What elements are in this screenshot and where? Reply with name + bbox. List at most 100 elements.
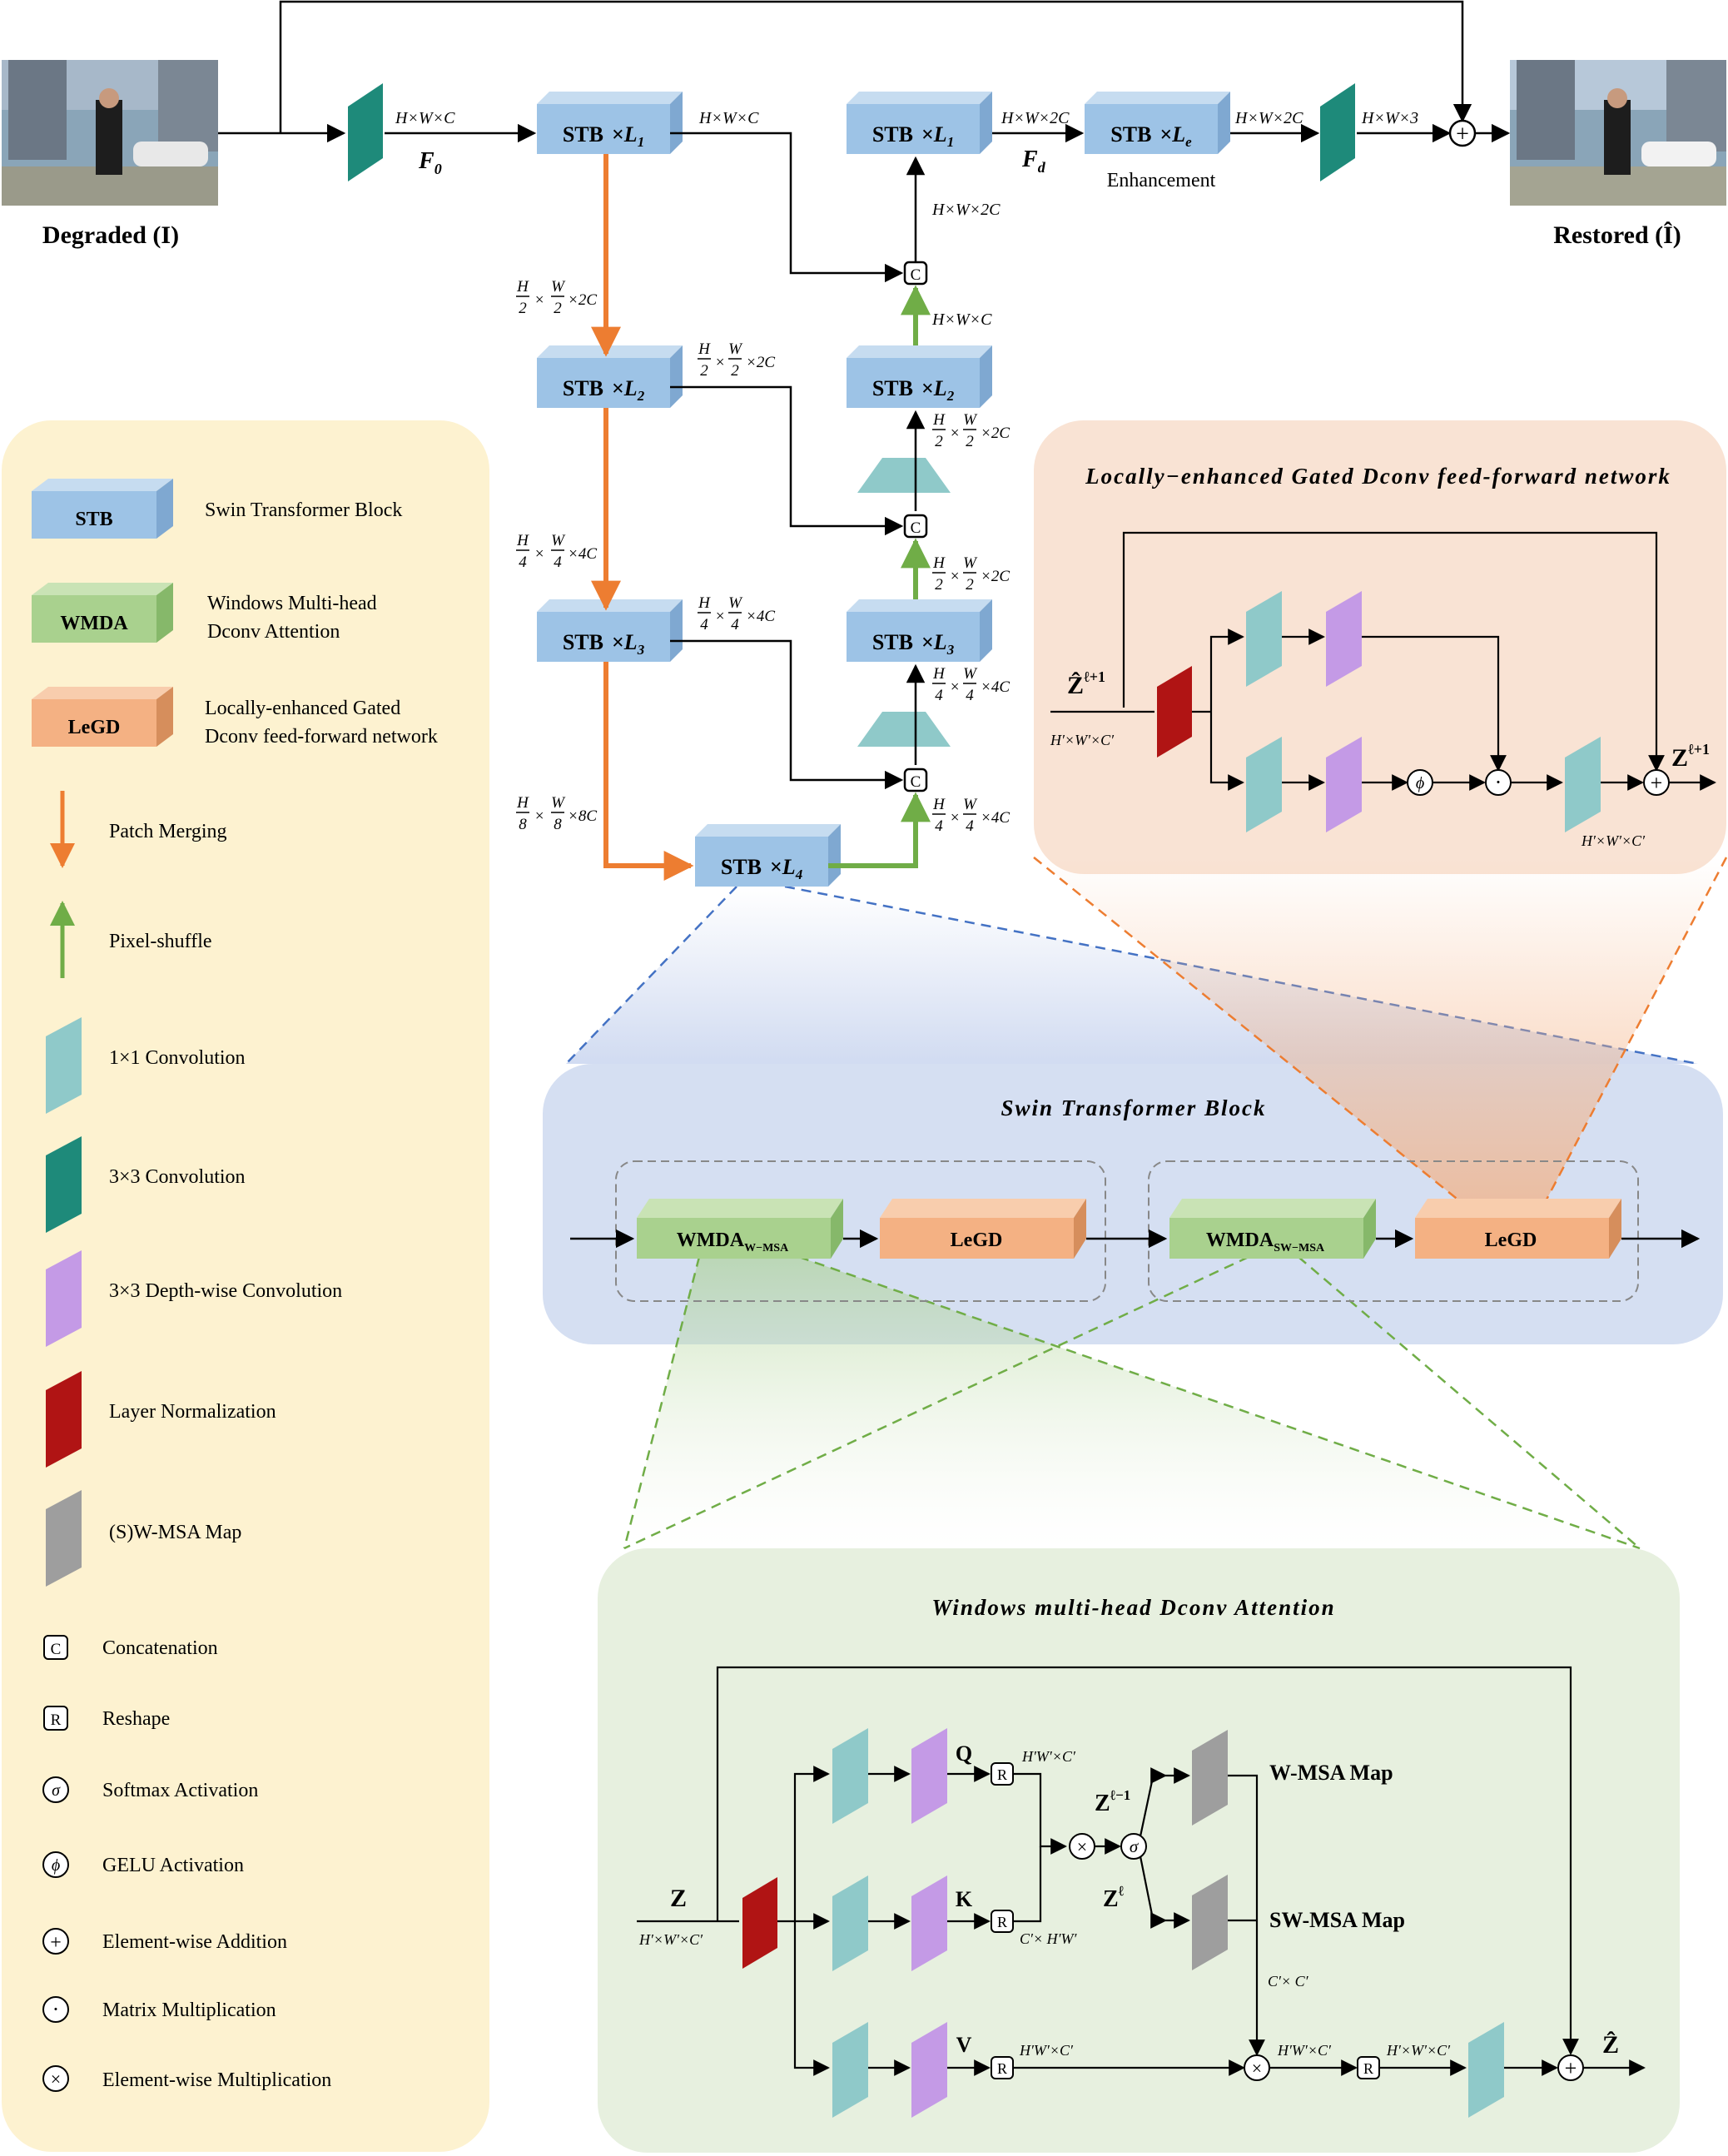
- restored-image: [1510, 60, 1726, 206]
- wmda-zoom-line-2: [798, 1255, 1641, 1550]
- legd-add-symbol: +: [1651, 771, 1663, 795]
- wmda-z-dim: H′×W′×C′: [638, 1931, 703, 1948]
- svg-text:Windows Multi-head: Windows Multi-head: [207, 593, 377, 614]
- patch-merging-3: [603, 662, 694, 881]
- svg-text:H: H: [932, 554, 946, 572]
- wmsa-map-label: W-MSA Map: [1269, 1761, 1393, 1785]
- svg-text:2: 2: [519, 300, 527, 317]
- legend-panel: [2, 420, 489, 2152]
- svg-text:3×3 Convolution: 3×3 Convolution: [109, 1166, 246, 1188]
- wmda-v-conv1x1-icon: [832, 2022, 868, 2118]
- svg-text:2: 2: [935, 576, 943, 594]
- svg-text:×: ×: [534, 545, 545, 563]
- wmda-v-dim: H′W′×C′: [1019, 2042, 1074, 2059]
- stb-block-enc-1: STB×L1: [537, 92, 683, 154]
- svg-text:4: 4: [966, 817, 974, 835]
- wmda-out-reshape-symbol: R: [1363, 2060, 1373, 2077]
- svg-text:Dconv Attention: Dconv Attention: [207, 621, 340, 643]
- dim-frac-enc3-out: H4 × W4 ×4C: [698, 594, 775, 633]
- svg-text:H: H: [932, 665, 946, 683]
- svg-text:STB×L3: STB×L3: [872, 630, 955, 658]
- svg-text:W: W: [963, 796, 978, 813]
- svg-text:WMDASW−MSA: WMDASW−MSA: [1206, 1230, 1325, 1254]
- svg-text:H: H: [516, 278, 529, 296]
- svg-text:Matrix Multiplication: Matrix Multiplication: [102, 2000, 276, 2021]
- input-conv3x3-icon: [348, 83, 383, 181]
- dim-fd: H×W×2C: [1001, 109, 1070, 127]
- svg-text:STB×Le: STB×Le: [1110, 122, 1192, 150]
- wmda-k-to-mul: [1013, 1846, 1042, 1923]
- wmda-softmax-icon: [1120, 1833, 1147, 1860]
- wmda-branch-v: [793, 1921, 830, 2076]
- svg-text:W: W: [963, 665, 978, 683]
- legend-item-addition: + Element-wise Addition: [42, 1928, 287, 1955]
- legend-item-gelu: ϕ GELU Activation: [42, 1851, 244, 1878]
- wmda-z: Z: [670, 1885, 687, 1912]
- wmda-mul-dim: H′W′×C′: [1277, 2042, 1332, 2059]
- wmda-softmax-down: [1139, 1855, 1167, 1929]
- dim-frac-ps2: H2 × W2 ×2C: [932, 554, 1010, 594]
- stb-zoom-line-left: [565, 886, 737, 1065]
- svg-text:Pixel-shuffle: Pixel-shuffle: [109, 931, 212, 952]
- legd-block-2: LeGD: [1415, 1199, 1621, 1259]
- svg-text:STB×L4: STB×L4: [721, 855, 802, 882]
- f0-label: F0: [418, 148, 442, 177]
- dim-frac-bottleneck: H8 × W8 ×8C: [516, 794, 597, 833]
- svg-text:×: ×: [51, 2069, 61, 2089]
- svg-text:LeGD: LeGD: [951, 1230, 1003, 1251]
- dim-ps1: H×W×C: [931, 310, 992, 329]
- wmda-v-reshape-symbol: R: [997, 2060, 1007, 2077]
- svg-text:Element-wise Multiplication: Element-wise Multiplication: [102, 2069, 331, 2091]
- svg-text:H: H: [932, 796, 946, 813]
- svg-text:×: ×: [950, 425, 961, 442]
- svg-text:×8C: ×8C: [568, 807, 597, 825]
- svg-text:4: 4: [935, 687, 943, 704]
- legd-branch-bot: [1209, 712, 1244, 791]
- dim-concat1: H×W×2C: [931, 201, 1001, 219]
- stb-block-dec-1: STB×L1: [847, 92, 992, 154]
- stb-block-bottleneck: STB×L4: [695, 824, 841, 887]
- svg-text:4: 4: [966, 687, 974, 704]
- svg-text:H: H: [516, 794, 529, 812]
- legd-gelu-symbol: ϕ: [1416, 774, 1424, 792]
- legd-zoom-fade: [1034, 857, 1726, 1215]
- dim-frac-enc2-in: H2 × W2 ×2C: [516, 278, 597, 317]
- stb-block-dec-2: STB×L2: [847, 345, 992, 408]
- dim-enh-out: H×W×2C: [1234, 109, 1303, 127]
- legd-zoom-line-right: [1537, 857, 1728, 1216]
- legd-zoom-line-left: [1033, 857, 1478, 1216]
- legend-item-legd: LeGD Locally-enhanced Gated Dconv feed-f…: [32, 687, 438, 748]
- legend-item-conv3x3: 3×3 Convolution: [46, 1136, 246, 1233]
- legend-item-stb: STB Swin Transformer Block: [32, 479, 402, 539]
- wmda-wmsa-out: [1228, 1774, 1265, 2056]
- svg-text:WMDAW−MSA: WMDAW−MSA: [677, 1230, 789, 1254]
- svg-text:Softmax Activation: Softmax Activation: [102, 1780, 258, 1801]
- legd-conv1x1-top-icon: [1246, 591, 1282, 687]
- wmda-wmsa-block: WMDAW−MSA: [637, 1199, 843, 1259]
- legd-residual: [1122, 531, 1665, 772]
- svg-text:2: 2: [700, 362, 708, 380]
- svg-text:4: 4: [935, 817, 943, 835]
- wmda-q-reshape-symbol: R: [997, 1766, 1007, 1783]
- global-add-symbol: +: [1456, 122, 1469, 147]
- dim-f0: H×W×C: [395, 109, 455, 127]
- svg-text:Layer Normalization: Layer Normalization: [109, 1401, 276, 1423]
- svg-text:×4C: ×4C: [568, 545, 597, 563]
- output-conv3x3-icon: [1320, 83, 1355, 181]
- svg-text:W: W: [551, 794, 566, 812]
- legd-dwconv-top-icon: [1326, 591, 1362, 687]
- svg-text:STB×L1: STB×L1: [872, 122, 954, 150]
- wmda-k-conv1x1-icon: [832, 1875, 868, 1971]
- stb-block-enhancement: STB×Le: [1085, 92, 1230, 154]
- svg-text:×2C: ×2C: [981, 568, 1010, 585]
- svg-text:4: 4: [731, 616, 739, 633]
- svg-text:4: 4: [700, 616, 708, 633]
- svg-text:Concatenation: Concatenation: [102, 1637, 218, 1659]
- wmda-branch-q: [793, 1766, 830, 1921]
- concat-symbol-2: C: [911, 519, 921, 537]
- svg-text:×4C: ×4C: [981, 678, 1010, 696]
- legd-conv1x1-out-icon: [1565, 737, 1601, 832]
- conv1x1-dec3: [857, 712, 951, 747]
- wmda-q-label: Q: [956, 1741, 972, 1766]
- wmda-mul-symbol: ×: [1077, 1836, 1087, 1857]
